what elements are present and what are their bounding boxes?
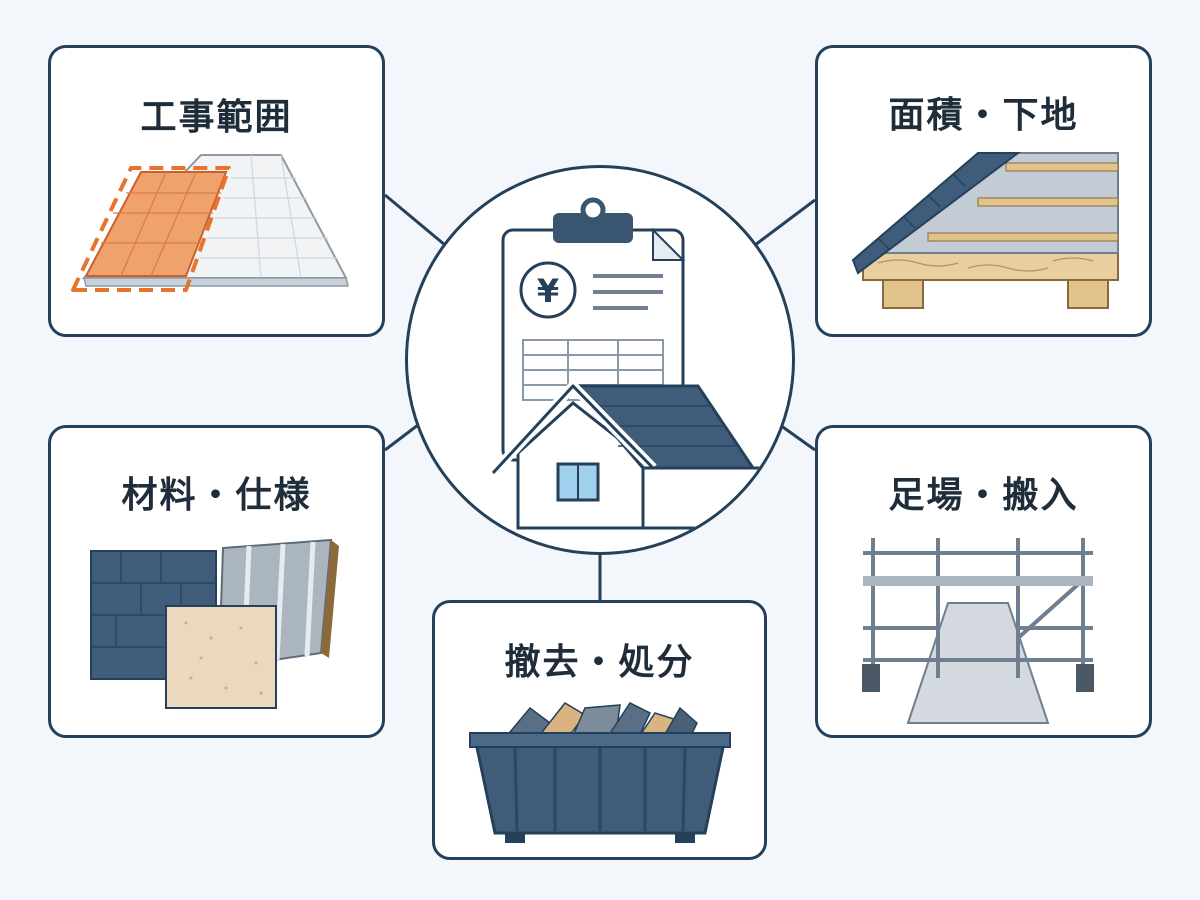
scaffolding-icon [862, 538, 1094, 724]
card-scaffold: 足場・搬入 [815, 425, 1152, 738]
card-material-title: 材料・仕様 [121, 475, 312, 516]
roof-section-icon [851, 152, 1119, 309]
card-scope-title: 工事範囲 [140, 97, 293, 138]
center-estimate-circle: ¥ [405, 165, 795, 555]
card-disposal-title: 撤去・処分 [504, 642, 695, 683]
roofing-samples-icon [90, 538, 339, 709]
card-disposal: 撤去・処分 [432, 600, 767, 860]
card-scope: 工事範囲 [48, 45, 385, 337]
estimate-house-icon: ¥ [489, 197, 765, 530]
card-scaffold-title: 足場・搬入 [888, 475, 1079, 516]
yen-symbol: ¥ [537, 272, 559, 310]
debris-bin-icon [469, 702, 731, 843]
card-material: 材料・仕様 [48, 425, 385, 738]
card-area: 面積・下地 [815, 45, 1152, 337]
roof-area-icon [71, 154, 349, 292]
card-area-title: 面積・下地 [888, 95, 1079, 136]
